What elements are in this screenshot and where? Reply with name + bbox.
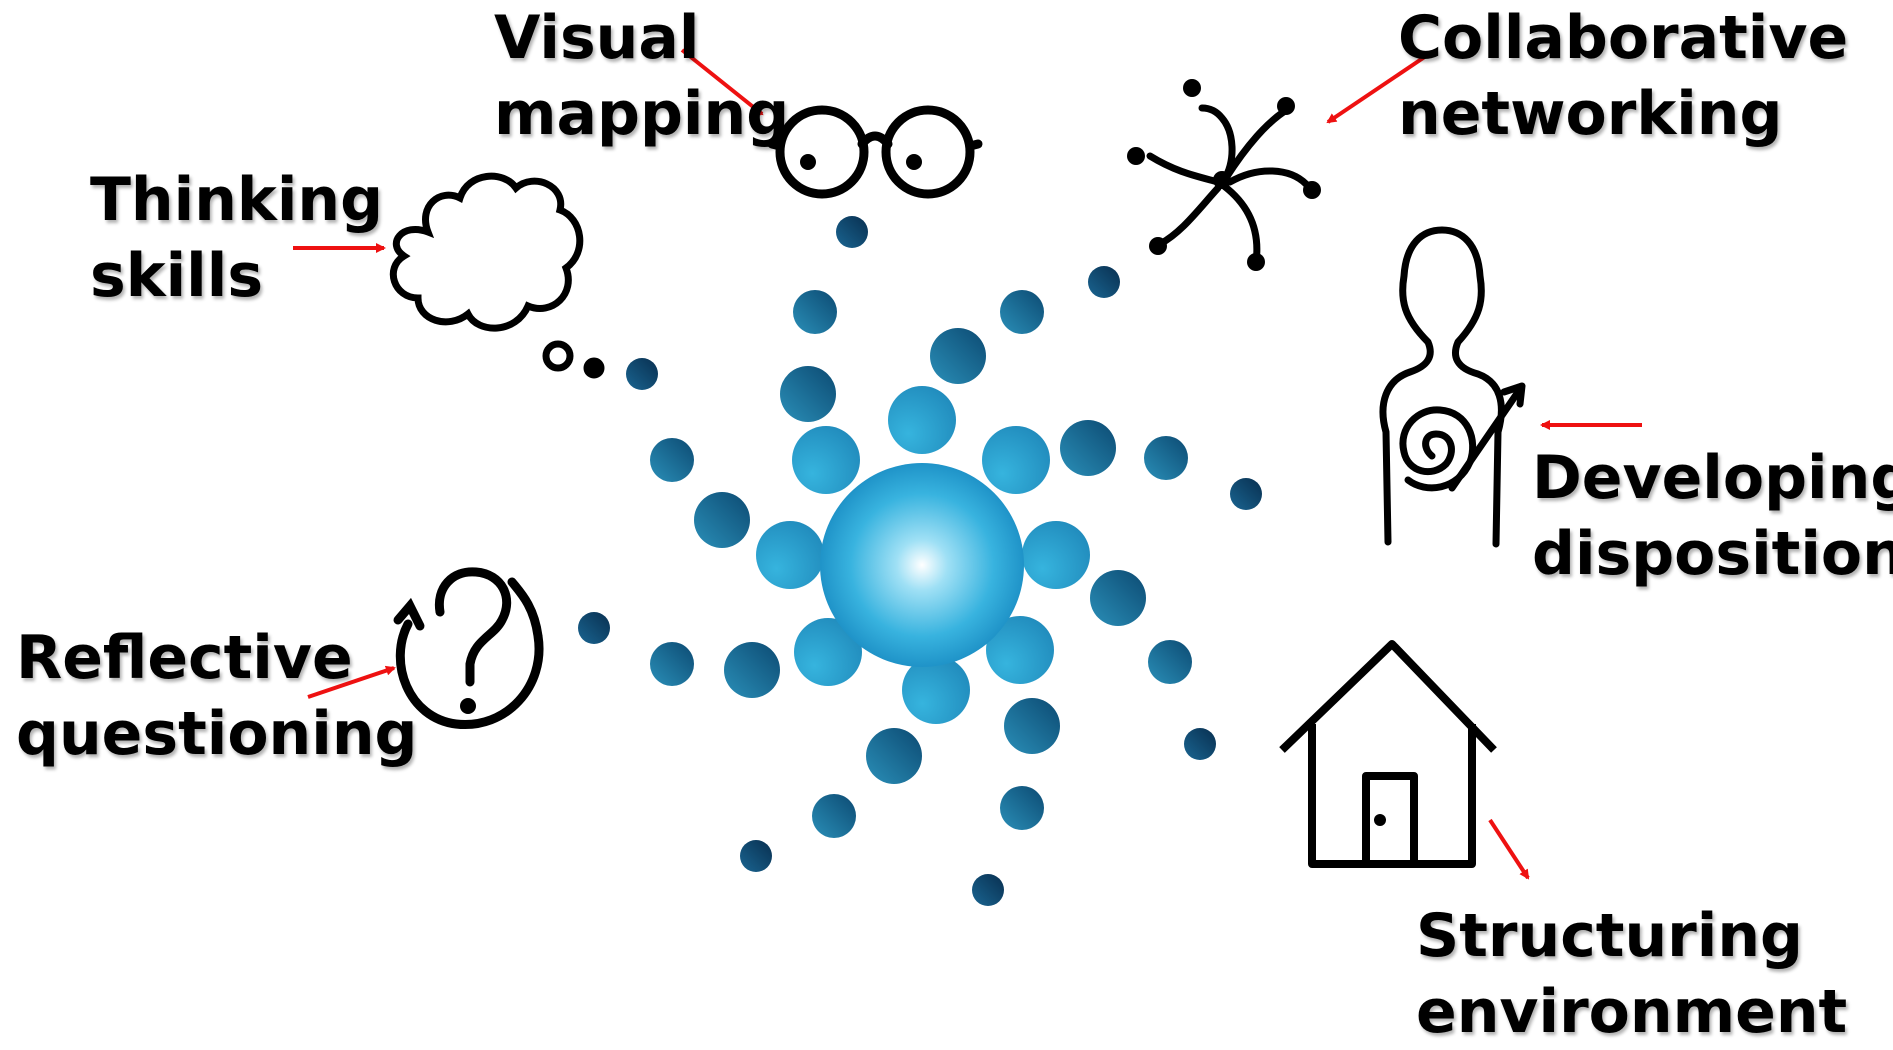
burst-dot — [1004, 698, 1060, 754]
person-spiral-icon — [1379, 226, 1526, 548]
arrow-reflective-questioning — [307, 665, 396, 699]
label-reflective-questioning-line1: Reflective — [16, 623, 353, 693]
burst-dot — [982, 426, 1050, 494]
label-structuring-environment-line2: environment — [1416, 977, 1848, 1047]
burst-dot — [1090, 570, 1146, 626]
label-developing-dispositions-line1: Developing — [1532, 443, 1893, 513]
network-icon — [1127, 79, 1321, 271]
central-core — [820, 463, 1024, 667]
label-developing-dispositions-line2: dispositions — [1532, 519, 1893, 589]
arrow-visual-mapping — [680, 48, 764, 116]
label-collaborative-networking: Collaborative networking — [1398, 0, 1848, 152]
thought-cloud-icon — [389, 172, 605, 379]
burst-dot — [902, 656, 970, 724]
label-visual-mapping-line2: mapping — [494, 79, 790, 149]
label-collaborative-networking-line1: Collaborative — [1398, 3, 1849, 73]
label-structuring-environment: Structuring environment — [1416, 898, 1847, 1050]
burst-dot — [1060, 420, 1116, 476]
burst-dot — [650, 438, 694, 482]
burst-dot — [1148, 640, 1192, 684]
burst-dots — [578, 216, 1262, 906]
label-reflective-questioning-line2: questioning — [16, 699, 418, 769]
burst-dot — [1144, 436, 1188, 480]
label-visual-mapping: Visual mapping — [494, 0, 789, 152]
burst-dot — [793, 290, 837, 334]
central-burst — [578, 216, 1262, 906]
burst-dot — [578, 612, 610, 644]
question-cycle-icon — [393, 567, 544, 730]
burst-dot — [756, 521, 824, 589]
burst-dot — [780, 366, 836, 422]
burst-dot — [812, 794, 856, 838]
arrows — [293, 48, 1642, 880]
burst-dot — [626, 358, 658, 390]
burst-dot — [836, 216, 868, 248]
burst-dot — [740, 840, 772, 872]
burst-dot — [1000, 786, 1044, 830]
label-structuring-environment-line1: Structuring — [1416, 901, 1803, 971]
house-icon — [1279, 640, 1497, 868]
burst-dot — [930, 328, 986, 384]
label-developing-dispositions: Developing dispositions — [1532, 440, 1893, 592]
label-collaborative-networking-line2: networking — [1398, 79, 1783, 149]
burst-dot — [1088, 266, 1120, 298]
burst-dot — [1022, 521, 1090, 589]
label-thinking-skills: Thinking skills — [90, 162, 383, 314]
arrow-structuring-environment — [1488, 818, 1530, 880]
burst-dot — [972, 874, 1004, 906]
burst-dot — [1230, 478, 1262, 510]
burst-dot — [888, 386, 956, 454]
label-thinking-skills-line1: Thinking — [90, 165, 384, 235]
label-visual-mapping-line1: Visual — [494, 3, 700, 73]
burst-dot — [650, 642, 694, 686]
burst-dot — [1184, 728, 1216, 760]
label-reflective-questioning: Reflective questioning — [16, 620, 417, 772]
burst-dot — [724, 642, 780, 698]
arrow-collaborative-networking — [1326, 50, 1434, 124]
burst-dot — [866, 728, 922, 784]
burst-dot — [794, 618, 862, 686]
burst-dot — [792, 426, 860, 494]
burst-dot — [1000, 290, 1044, 334]
label-thinking-skills-line2: skills — [90, 241, 264, 311]
glasses-icon — [767, 105, 983, 199]
burst-dot — [986, 616, 1054, 684]
burst-dot — [694, 492, 750, 548]
